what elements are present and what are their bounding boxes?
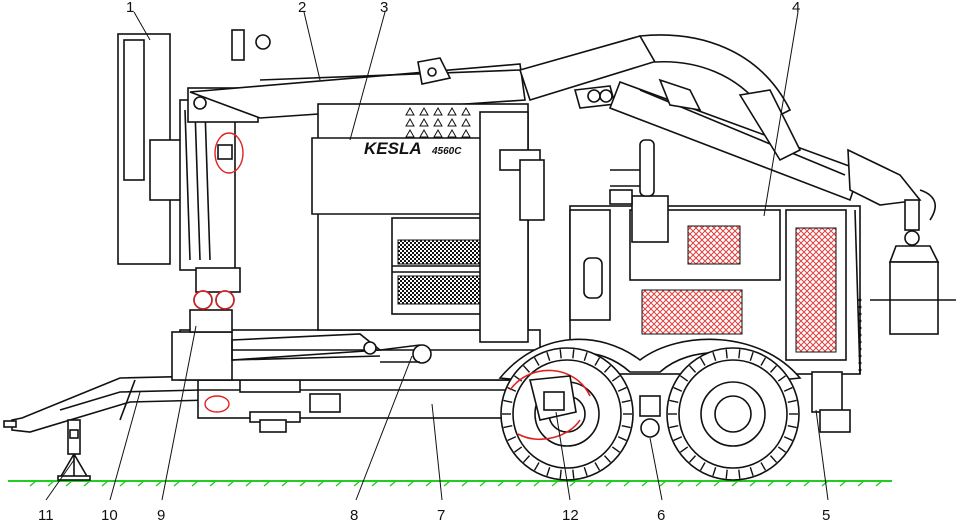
callout-4: 4 [792, 0, 800, 16]
callout-5: 5 [822, 507, 830, 521]
brand-logo: KESLA [364, 139, 422, 158]
model-label: 4560C [431, 146, 462, 157]
callout-labels: 1 2 3 4 5 6 7 8 9 10 11 12 [38, 0, 830, 521]
callout-9: 9 [157, 507, 165, 521]
wheel-rear [666, 347, 800, 481]
support-leg [57, 419, 91, 481]
callout-6: 6 [657, 507, 665, 521]
callout-3: 3 [380, 0, 388, 16]
crane-boom [189, 34, 936, 221]
callout-10: 10 [101, 507, 118, 521]
axle-hub [639, 395, 661, 438]
vent-triangles [405, 106, 471, 138]
vent-panel-side [795, 227, 837, 353]
callout-1: 1 [126, 0, 134, 16]
callout-12: 12 [562, 507, 579, 521]
callout-7: 7 [437, 507, 445, 521]
rivet-row [858, 298, 862, 372]
grapple [870, 199, 956, 335]
engine-compartment [569, 139, 862, 375]
hitch-detail [204, 369, 591, 441]
callout-2: 2 [298, 0, 306, 16]
callout-8: 8 [350, 507, 358, 521]
leader-lines [45, 11, 829, 501]
ground [8, 480, 892, 487]
crane-base [171, 309, 432, 381]
drawbar [3, 375, 211, 433]
chassis-frame [179, 329, 559, 433]
crane-column [117, 29, 271, 310]
vent-panel-lower [641, 289, 743, 335]
callout-11: 11 [38, 507, 54, 521]
chipper-hopper: KESLA 4560C [311, 103, 545, 343]
vent-panel-upper [687, 225, 741, 265]
